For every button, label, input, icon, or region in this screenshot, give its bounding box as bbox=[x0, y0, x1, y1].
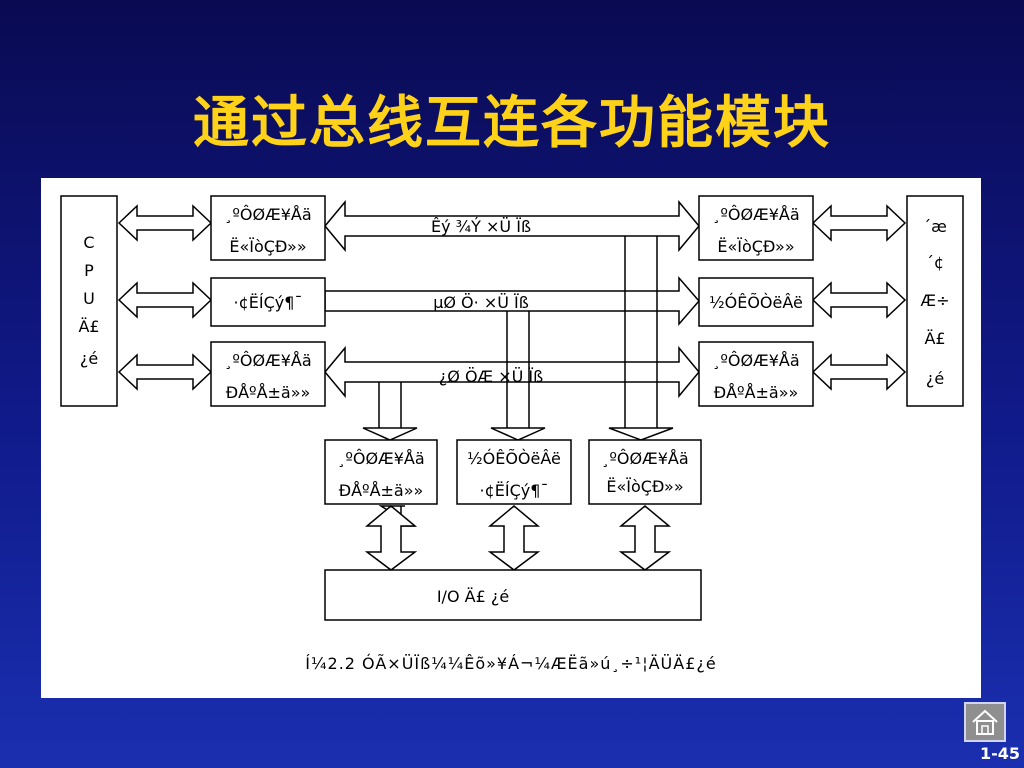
right-bot-label: ÐÅºÅ±ä»» bbox=[714, 383, 799, 402]
figure-caption: Í¼2.2 ÓÃ×ÜÏß¼¼Êõ»¥Á¬¼ÆËã»ú¸÷¹¦ÄÜÄ£¿é bbox=[305, 654, 717, 673]
right-bot-block bbox=[698, 341, 814, 407]
left-mid-label: ·¢ËÍÇý¶¯ bbox=[234, 293, 303, 312]
home-icon bbox=[972, 709, 998, 735]
branch-arrow-center bbox=[490, 427, 546, 441]
mid-center-label: ½ÓÊÕÒëÂë bbox=[467, 449, 561, 468]
io-module-label: I/O Ä£ ¿é bbox=[437, 587, 509, 606]
mem-mid-arrow bbox=[811, 281, 907, 319]
mid-center-block bbox=[456, 439, 572, 505]
memory-label-line: Ä£ bbox=[924, 329, 945, 348]
mid-right-label: Ë«ÏòÇÐ»» bbox=[606, 477, 683, 496]
left-bot-label: ¸ºÔØÆ¥Åä bbox=[224, 351, 311, 370]
right-bot-label: ¸ºÔØÆ¥Åä bbox=[712, 351, 799, 370]
mid-right-label: ¸ºÔØÆ¥Åä bbox=[601, 449, 688, 468]
left-bot-label: ÐÅºÅ±ä»» bbox=[226, 383, 311, 402]
right-mid-label: ½ÓÊÕÒëÂë bbox=[709, 293, 803, 312]
left-mid-block bbox=[210, 277, 326, 327]
address-bus-label: µØ Ö· ×Ü Ïß bbox=[433, 293, 529, 312]
cpu-label-line: U bbox=[83, 289, 95, 308]
slide-title: 通过总线互连各功能模块 bbox=[193, 90, 831, 156]
cpu-bot-arrow bbox=[117, 353, 213, 391]
cpu-label-line: ¿é bbox=[80, 349, 98, 368]
control-bus-label: ¿Ø ÖÆ ×Ü Ïß bbox=[439, 367, 543, 386]
mid-left-label: ÐÅºÅ±ä»» bbox=[339, 481, 424, 500]
cpu-block bbox=[60, 195, 118, 407]
left-bot-block bbox=[210, 341, 326, 407]
memory-label-line: ¿é bbox=[926, 369, 944, 388]
branch-arrow-left bbox=[362, 427, 418, 441]
memory-block bbox=[906, 195, 964, 407]
bus-diagram: C P U Ä£ ¿é ´æ ´¢ Æ÷ Ä£ ¿é ¸ºÔØÆ¥Åä Ë«Ïò… bbox=[60, 195, 964, 621]
io-arrow-center bbox=[487, 505, 541, 571]
mid-center-label: ·¢ËÍÇý¶¯ bbox=[480, 481, 549, 500]
data-bus-label: Êý ¾Ý ×Ü Ïß bbox=[431, 217, 531, 236]
left-top-label: ¸ºÔØÆ¥Åä bbox=[224, 205, 311, 224]
right-top-block bbox=[698, 195, 814, 261]
cpu-mid-arrow bbox=[117, 281, 213, 319]
home-button[interactable] bbox=[964, 702, 1006, 742]
mid-left-label: ¸ºÔØÆ¥Åä bbox=[337, 449, 424, 468]
left-top-block bbox=[210, 195, 326, 261]
branch-arrow-right bbox=[608, 427, 674, 441]
page-number: 1-45 bbox=[979, 744, 1020, 763]
right-top-label: Ë«ÏòÇÐ»» bbox=[717, 237, 794, 256]
mid-right-block bbox=[588, 439, 702, 505]
left-top-label: Ë«ÏòÇÐ»» bbox=[229, 237, 306, 256]
memory-label-line: Æ÷ bbox=[921, 291, 950, 310]
bus-diagram-panel: C P U Ä£ ¿é ´æ ´¢ Æ÷ Ä£ ¿é ¸ºÔØÆ¥Åä Ë«Ïò… bbox=[41, 178, 981, 698]
memory-label-line: ´¢ bbox=[926, 253, 944, 272]
mid-left-block bbox=[324, 439, 438, 505]
right-top-label: ¸ºÔØÆ¥Åä bbox=[712, 205, 799, 224]
cpu-label-line: P bbox=[84, 261, 94, 280]
cpu-top-arrow bbox=[117, 204, 213, 242]
mem-top-arrow bbox=[811, 204, 907, 242]
address-bus-arrow bbox=[324, 275, 700, 327]
io-arrow-left bbox=[364, 505, 418, 571]
io-arrow-right bbox=[618, 505, 672, 571]
cpu-label-line: C bbox=[83, 233, 94, 252]
memory-label-line: ´æ bbox=[923, 217, 947, 236]
io-module-block bbox=[324, 569, 702, 621]
mem-bot-arrow bbox=[811, 353, 907, 391]
right-mid-block bbox=[698, 277, 814, 327]
cpu-label-line: Ä£ bbox=[78, 317, 99, 336]
